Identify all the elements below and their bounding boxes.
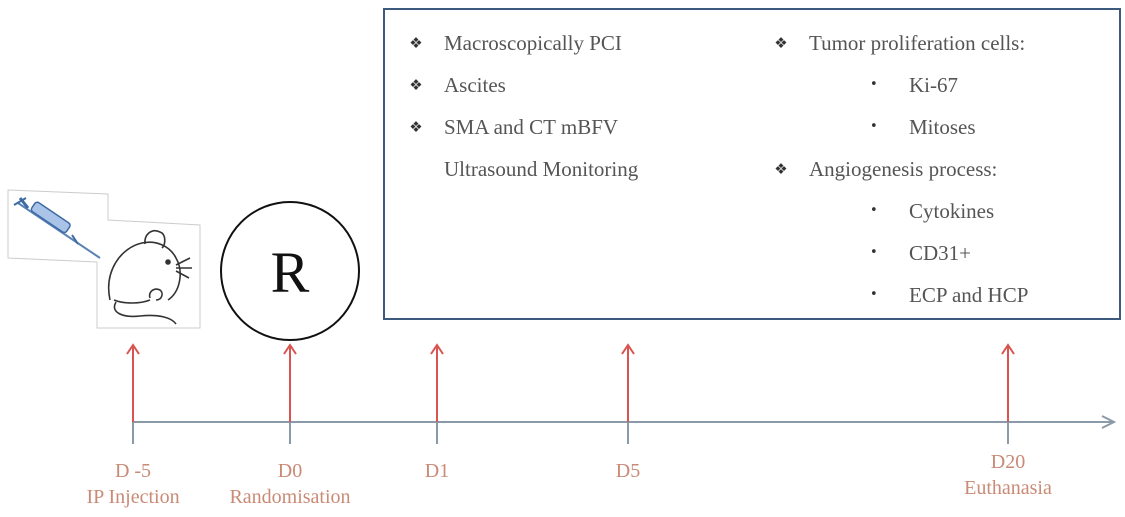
outcome-label: Ultrasound Monitoring bbox=[444, 157, 639, 181]
dot-bullet-icon: • bbox=[870, 119, 878, 134]
outcome-heading-label: Angiogenesis process: bbox=[809, 157, 998, 181]
event-arrow bbox=[126, 343, 140, 422]
outcome-label: Macroscopically PCI bbox=[444, 31, 622, 55]
outcome-sub-label: Cytokines bbox=[909, 199, 995, 223]
outcome-heading-label: Tumor proliferation cells: bbox=[809, 31, 1026, 55]
event-arrow bbox=[283, 343, 297, 422]
dot-bullet-icon: • bbox=[870, 287, 878, 302]
timeline-label: D -5 IP Injection bbox=[86, 458, 179, 510]
timeline-label: D5 bbox=[616, 458, 640, 484]
randomisation-circle: R bbox=[220, 201, 360, 341]
event-arrows bbox=[126, 343, 1015, 422]
timeline-arrowhead bbox=[1101, 415, 1117, 429]
outcome-sub-label: CD31+ bbox=[909, 241, 972, 265]
outcome-sub-label: ECP and HCP bbox=[909, 283, 1029, 307]
timeline-day: D0 bbox=[277, 460, 303, 482]
outcome-label: Ascites bbox=[444, 73, 506, 97]
timeline-event: IP Injection bbox=[86, 486, 180, 508]
syringe-icon bbox=[13, 197, 101, 259]
timeline-day: D -5 bbox=[114, 460, 152, 482]
dot-bullet-icon: • bbox=[870, 245, 878, 260]
event-arrow bbox=[1001, 343, 1015, 422]
timeline-event: Randomisation bbox=[229, 486, 351, 508]
outcome-label: SMA and CT mBFV bbox=[444, 115, 619, 139]
syringe-mouse-illustration bbox=[7, 189, 201, 329]
outcome-sub-label: Mitoses bbox=[909, 115, 976, 139]
timeline-day: D20 bbox=[990, 451, 1026, 473]
dot-bullet-icon: • bbox=[870, 203, 878, 218]
randomisation-symbol: R bbox=[271, 240, 310, 305]
timeline-label: D1 bbox=[425, 458, 449, 484]
outcome-sub-label: Ki-67 bbox=[909, 73, 958, 97]
event-arrow bbox=[621, 343, 635, 422]
diamond-bullet-icon: ❖ bbox=[409, 118, 423, 136]
outcome-box: ❖ Macroscopically PCI ❖ Ascites ❖ SMA and CT … bbox=[383, 8, 1121, 320]
diamond-bullet-icon: ❖ bbox=[409, 34, 423, 52]
mouse-icon bbox=[107, 229, 192, 325]
diamond-bullet-icon: ❖ bbox=[409, 76, 423, 94]
diamond-bullet-icon: ❖ bbox=[774, 34, 788, 52]
timeline-day: D5 bbox=[615, 460, 641, 482]
timeline-axis bbox=[132, 398, 1117, 444]
event-arrow bbox=[430, 343, 444, 422]
diamond-bullet-icon: ❖ bbox=[774, 160, 788, 178]
timeline-day: D1 bbox=[424, 460, 450, 482]
timeline-event: Euthanasia bbox=[964, 477, 1052, 499]
dot-bullet-icon: • bbox=[870, 77, 878, 92]
